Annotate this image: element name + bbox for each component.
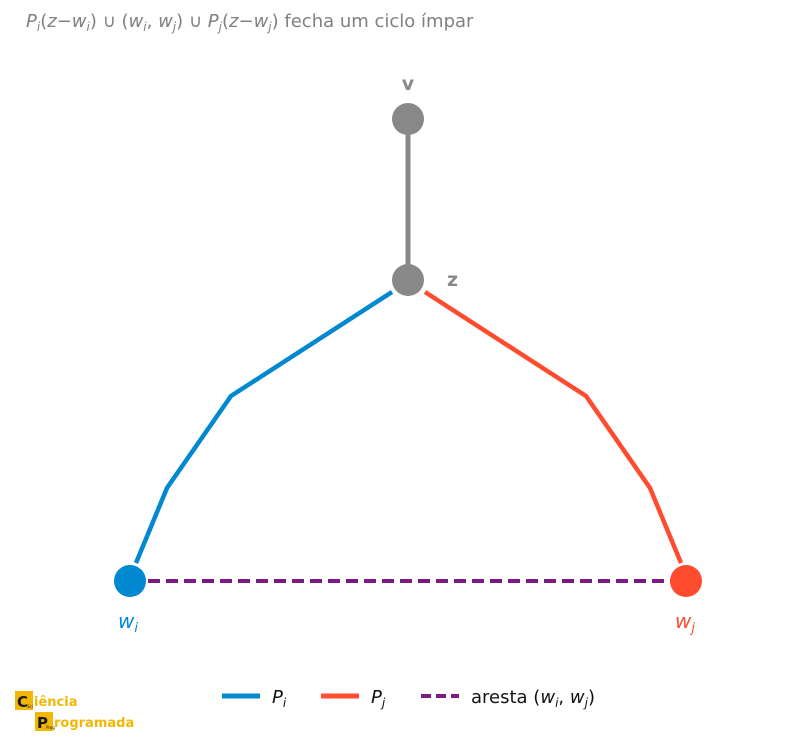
logo-c-letter: C	[17, 693, 28, 711]
logo-p-sub: Prog	[46, 725, 55, 730]
node-v	[392, 103, 424, 135]
path-pj	[423, 290, 684, 564]
logo-c-sub: Sci	[27, 704, 33, 709]
logo-p-box	[35, 712, 53, 731]
node-wi	[114, 565, 146, 597]
logo-line1: iência	[34, 695, 77, 710]
logo-p-letter: P	[37, 714, 48, 732]
node-wj	[670, 565, 702, 597]
node-z	[392, 264, 424, 296]
node-v-label: v	[402, 73, 415, 95]
legend-pj-label: Pj	[371, 687, 386, 710]
brand-logo: C Sci iência P Prog rogramada	[15, 691, 134, 732]
logo-line2: rogramada	[54, 716, 134, 731]
diagram-title: Pi(z−wi) ∪ (wi, wj) ∪ Pj(z−wj) fecha um …	[26, 11, 474, 34]
path-pi	[133, 290, 394, 564]
legend: Pi Pj aresta (wi, wj)	[222, 687, 595, 710]
legend-pi-label: Pi	[272, 687, 287, 710]
legend-edge-label: aresta (wi, wj)	[471, 687, 595, 710]
node-z-label: z	[447, 269, 458, 291]
logo-c-box	[15, 691, 33, 710]
node-wi-label: wi	[118, 609, 138, 636]
node-wj-label: wj	[675, 609, 695, 636]
